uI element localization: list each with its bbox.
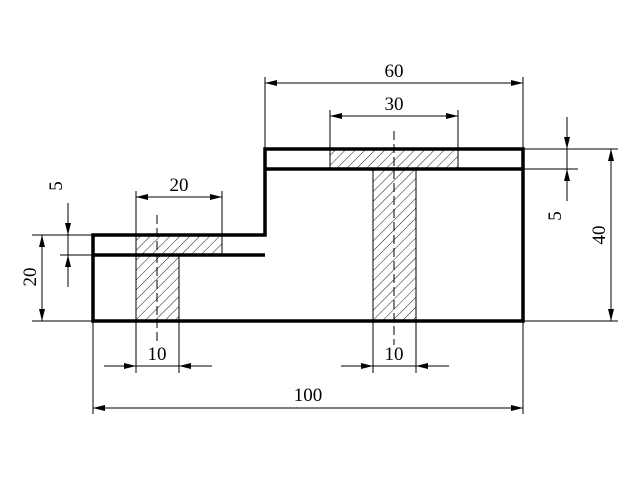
label-left-height: 20: [20, 268, 41, 287]
dimension-labels: 100 60 30 20 10 10 20 5 40 5: [20, 61, 610, 406]
dimension-lines: [39, 80, 614, 411]
label-left-cap-thickness: 5: [46, 181, 67, 191]
label-top-width: 60: [385, 61, 404, 82]
label-right-cap-thickness: 5: [545, 211, 566, 221]
extension-lines: [32, 77, 618, 414]
label-left-cap-width: 20: [170, 175, 189, 196]
label-right-stem-width: 10: [385, 344, 404, 365]
label-right-height: 40: [589, 226, 610, 245]
label-overall-width: 100: [294, 385, 323, 406]
label-top-cap-width: 30: [385, 94, 404, 115]
left-cap-section: [135, 234, 223, 256]
label-left-stem-width: 10: [148, 344, 167, 365]
